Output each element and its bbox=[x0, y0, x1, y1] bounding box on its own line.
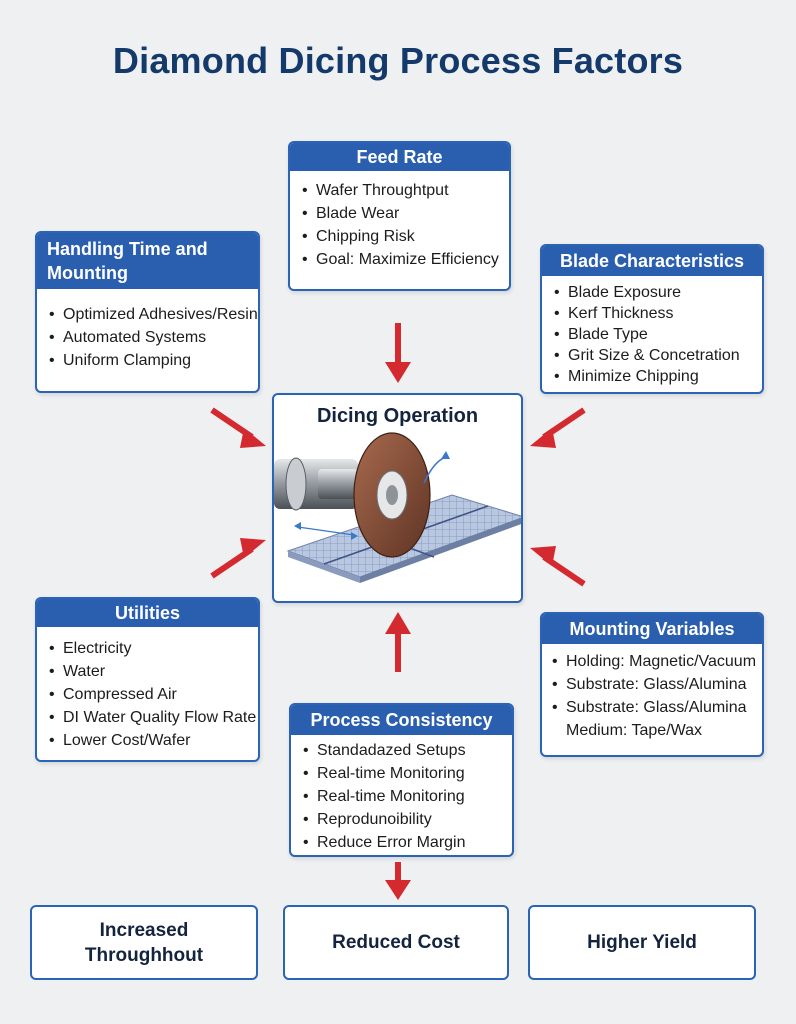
feed-rate-list: •Wafer Throughtput •Blade Wear •Chipping… bbox=[290, 171, 509, 271]
list-item: •Chipping Risk bbox=[302, 228, 415, 245]
feed-rate-header: Feed Rate bbox=[290, 143, 509, 171]
utilities-list: •Electricity •Water •Compressed Air •DI … bbox=[37, 627, 258, 752]
list-item: •Grit Size & Concetration bbox=[554, 347, 740, 364]
arrow-feed-rate-icon bbox=[385, 323, 411, 383]
arrow-mounting-icon bbox=[530, 546, 586, 587]
utilities-header: Utilities bbox=[37, 599, 258, 627]
list-item: •Automated Systems bbox=[49, 329, 207, 346]
blade-header: Blade Characteristics bbox=[542, 246, 762, 276]
handling-box: Handling Time and Mounting •Optimized Ad… bbox=[35, 231, 260, 393]
list-item: •Blade Exposure bbox=[554, 284, 681, 301]
list-item: •Goal: Maximize Efficiency bbox=[302, 251, 499, 268]
outcome-higher-yield: Higher Yield bbox=[528, 905, 756, 980]
list-item: •Wafer Throughtput bbox=[302, 182, 449, 199]
handling-list: •Optimized Adhesives/Resins •Automated S… bbox=[37, 289, 258, 372]
process-consistency-header: Process Consistency bbox=[291, 705, 512, 735]
arrow-outcomes-icon bbox=[385, 862, 411, 900]
dicing-saw-icon bbox=[274, 432, 521, 583]
list-item: •Holding: Magnetic/Vacuum bbox=[552, 653, 757, 670]
page-title: Diamond Dicing Process Factors bbox=[112, 40, 684, 81]
outcome-reduced-cost: Reduced Cost bbox=[283, 905, 509, 980]
process-consistency-list: •Standadazed Setups •Real-time Monitorin… bbox=[291, 735, 512, 854]
arrow-utilities-icon bbox=[210, 538, 266, 579]
list-item: •Real-time Monitoring bbox=[303, 788, 465, 805]
dicing-operation-box: Dicing Operation bbox=[272, 393, 523, 603]
list-item: •Compressed Air bbox=[49, 686, 177, 703]
list-item: •Kerf Thickness bbox=[554, 305, 674, 322]
list-item: •Real-time Monitoring bbox=[303, 765, 465, 782]
blade-box: Blade Characteristics •Blade Exposure •K… bbox=[540, 244, 764, 394]
handling-header-line1: Handling Time and bbox=[47, 239, 208, 259]
list-item: •Reprodunoibility bbox=[303, 811, 432, 828]
feed-rate-box: Feed Rate •Wafer Throughtput •Blade Wear… bbox=[288, 141, 511, 291]
dicing-operation-title: Dicing Operation bbox=[316, 405, 479, 427]
list-item: •DI Water Quality Flow Rate bbox=[49, 709, 257, 726]
process-consistency-box: Process Consistency •Standadazed Setups … bbox=[289, 703, 514, 857]
arrow-blade-icon bbox=[530, 407, 586, 448]
list-item: •Substrate: Glass/Alumina bbox=[552, 676, 747, 693]
list-item: •Uniform Clamping bbox=[49, 352, 192, 369]
list-item: •Blade Wear bbox=[302, 205, 400, 222]
list-item: •Optimized Adhesives/Resins bbox=[49, 306, 260, 323]
utilities-box: Utilities •Electricity •Water •Compresse… bbox=[35, 597, 260, 762]
mounting-variables-list: •Holding: Magnetic/Vacuum •Substrate: Gl… bbox=[542, 644, 762, 742]
list-item: •Reduce Error Margin bbox=[303, 834, 466, 851]
list-item: •Substrate: Glass/Alumina bbox=[552, 699, 747, 716]
list-item: Medium: Tape/Wax bbox=[566, 722, 703, 739]
outcome-increased-throughput: Increased Throughhout bbox=[30, 905, 258, 980]
handling-header: Handling Time and Mounting bbox=[37, 233, 258, 289]
handling-header-line2: Mounting bbox=[47, 263, 128, 283]
outcome-throughput-line2: Throughhout bbox=[84, 944, 204, 966]
outcome-throughput-line1: Increased bbox=[99, 919, 189, 941]
list-item: •Water bbox=[49, 663, 106, 680]
list-item: •Standadazed Setups bbox=[303, 742, 466, 759]
list-item: •Minimize Chipping bbox=[554, 368, 699, 385]
arrow-handling-icon bbox=[210, 407, 266, 448]
list-item: •Electricity bbox=[49, 640, 132, 657]
list-item: •Lower Cost/Wafer bbox=[49, 732, 191, 749]
mounting-variables-header: Mounting Variables bbox=[542, 614, 762, 644]
arrow-consistency-icon bbox=[385, 612, 411, 672]
mounting-variables-box: Mounting Variables •Holding: Magnetic/Va… bbox=[540, 612, 764, 757]
blade-list: •Blade Exposure •Kerf Thickness •Blade T… bbox=[542, 276, 762, 387]
list-item: •Blade Type bbox=[554, 326, 648, 343]
